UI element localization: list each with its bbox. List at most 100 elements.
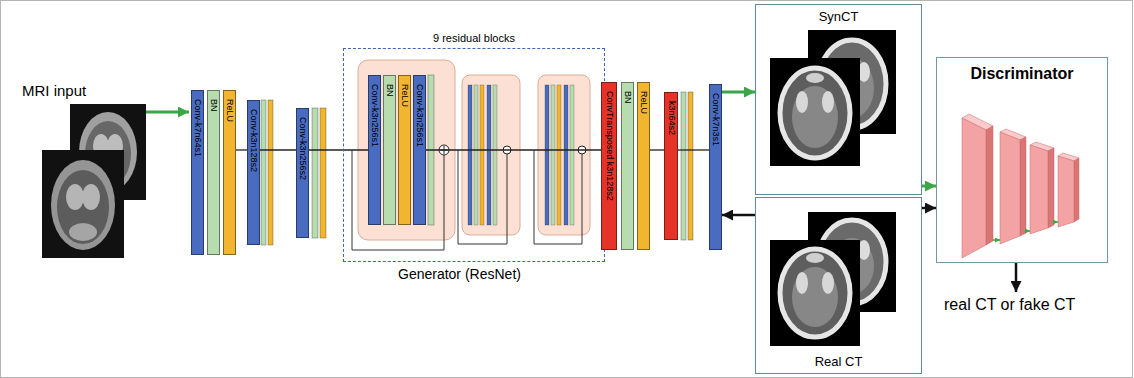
layer-label: Conv-k3n256s2 (298, 117, 307, 180)
ct-brain (792, 267, 838, 327)
block-heading: 9 residual blocks (344, 32, 604, 44)
label-holder: real CT or fake CT (944, 296, 1075, 314)
mri-brain (57, 170, 109, 244)
batchnorm-bar (493, 85, 497, 225)
relu-bar (688, 92, 693, 240)
connector (260, 149, 296, 150)
layer-slab (1074, 158, 1079, 222)
connector (722, 91, 755, 94)
ct-brain (792, 86, 838, 148)
ct-slice (770, 58, 860, 166)
ct-bone (822, 91, 834, 113)
layer-slab (1020, 137, 1026, 236)
layer-slab (1058, 156, 1074, 227)
conv-layer: Conv-k3n256s1 (413, 75, 426, 225)
residual-block (462, 75, 520, 235)
label-holder: Generator (ResNet) (398, 266, 521, 282)
input-label: MRI input (22, 82, 86, 99)
label-holder: MRI input (22, 82, 86, 99)
batchnorm-bar (312, 108, 318, 238)
layer-label: ReLU (225, 99, 234, 122)
connector (678, 149, 709, 150)
relu-bar (557, 85, 561, 225)
connector (236, 149, 247, 150)
mri-head (51, 160, 115, 250)
batchnorm-bar (681, 92, 686, 240)
layer-slab (1000, 132, 1020, 244)
layer-label: BN (623, 91, 632, 104)
input-arrow (146, 111, 189, 114)
batchnorm-bar (474, 85, 478, 225)
ct-skull (780, 249, 850, 337)
deconv-layer: ConvTransposed k3n128s2 (601, 82, 617, 250)
relu-layer: ReLU (398, 75, 411, 225)
connector (426, 149, 601, 150)
layer-slab (1048, 148, 1054, 228)
layer-label: BN (385, 84, 394, 97)
connector (650, 149, 664, 150)
panel-heading: Real CT (756, 354, 921, 373)
residual-region: 9 residual blocksConv-k3n256s1BNReLUConv… (343, 48, 605, 262)
layer-label: Conv-k3n256s1 (415, 84, 424, 147)
box-heading: Discriminator (937, 58, 1107, 83)
layer-label: Conv-k7n64s1 (193, 99, 202, 157)
discriminator-box: Discriminator (936, 57, 1108, 263)
skip-connection (534, 150, 582, 244)
conv-layer: Conv-k3n256s1 (368, 75, 381, 225)
layer-label: Conv-k7n3s1 (711, 93, 720, 146)
slab-arrow (1054, 221, 1058, 223)
layer-slab (986, 126, 993, 245)
ct-slice (770, 240, 860, 346)
skip-connection (458, 150, 507, 244)
relu-bar (480, 85, 484, 225)
output-arrow (1015, 263, 1018, 292)
generator-label: Generator (ResNet) (398, 266, 521, 282)
ct-bone (822, 272, 834, 294)
relu-layer: ReLU (637, 82, 650, 250)
panel-heading: SynCT (756, 5, 921, 24)
layer-label: ReLU (639, 91, 648, 114)
ct-bone (796, 272, 808, 294)
conv-bar (487, 85, 491, 225)
conv-layer: Conv-k7n3s1 (709, 84, 722, 250)
batchnorm-bar (570, 85, 574, 225)
conv-layer: Conv-k3n128s2 (247, 100, 260, 245)
connector (922, 185, 936, 188)
conv-layer: Conv-k7n64s1 (191, 90, 204, 255)
batchnorm-layer: BN (207, 90, 220, 255)
conv-layer: Conv-k3n256s2 (296, 108, 309, 238)
ct-bone (796, 91, 808, 113)
conv-bar (545, 85, 549, 225)
conv-bar (468, 85, 472, 225)
batchnorm-layer: BN (383, 75, 396, 225)
output-label: real CT or fake CT (944, 296, 1075, 314)
mri-lobe (66, 184, 84, 210)
layer-slab (1030, 145, 1048, 234)
batchnorm-layer: BN (621, 82, 634, 250)
layer-label: BN (209, 99, 218, 112)
layer-label: ConvTransposed k3n128s2 (605, 91, 614, 201)
batchnorm-bar (261, 100, 266, 245)
mri-lobe (82, 184, 100, 210)
layer-label: ReLU (400, 84, 409, 107)
connector (922, 207, 936, 210)
relu-bar (268, 100, 273, 245)
conv-bar (564, 85, 568, 225)
deconv-layer: k3n64s2 (664, 92, 678, 240)
layer-slab (962, 118, 986, 258)
ct-bone (806, 73, 824, 83)
layer-label: Conv-k3n256s1 (370, 84, 379, 147)
synthetic-ct-panel: SynCT (755, 4, 922, 195)
batchnorm-bar (551, 85, 555, 225)
layer-label: k3n64s2 (667, 101, 676, 135)
mri-cerebellum (69, 223, 97, 241)
relu-layer: ReLU (223, 90, 236, 255)
ct-skull (780, 68, 850, 158)
ct-bone (806, 253, 824, 263)
connector (722, 214, 755, 217)
slab-arrow (993, 239, 1000, 241)
relu-bar (320, 108, 326, 238)
real-ct-panel: Real CT (755, 197, 922, 374)
